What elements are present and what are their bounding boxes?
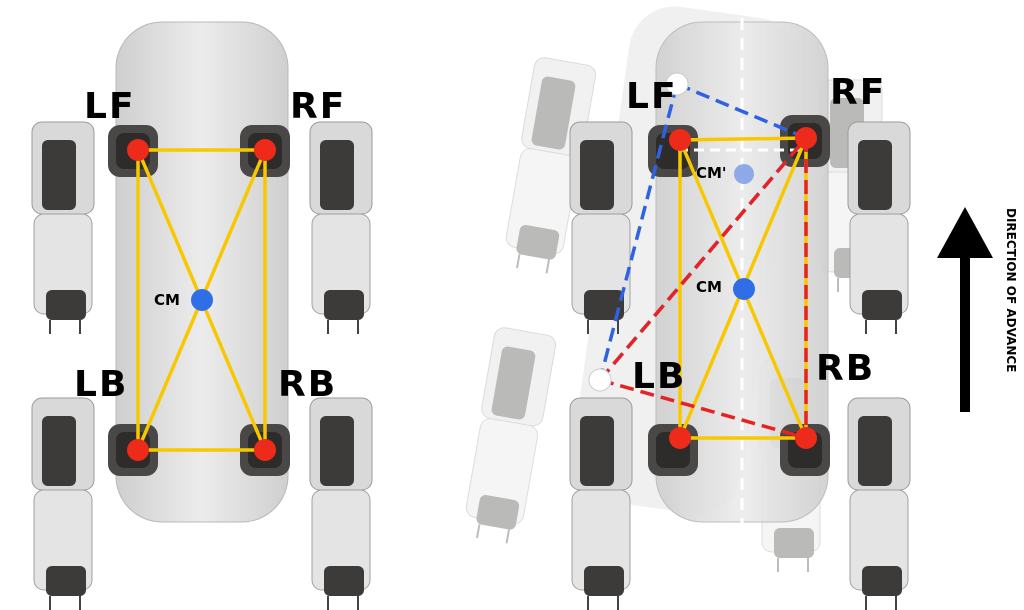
label-rb: RB [816, 348, 875, 389]
label-rb: RB [278, 364, 337, 405]
leg-front-left [31, 121, 95, 335]
leg-back-left [31, 397, 95, 610]
foot-contact-lb [669, 427, 691, 449]
foot-contact-lf [127, 139, 149, 161]
label-cm: CM [154, 291, 180, 309]
lifted-foot-lb [588, 368, 612, 392]
foot-contact-rf [795, 127, 817, 149]
center-of-mass-prime [734, 164, 754, 184]
label-rf: RF [290, 86, 346, 127]
label-cm: CM [696, 278, 722, 296]
right-robot: LF RF LB RB CM CM' [458, 6, 911, 610]
leg-front-right [309, 121, 373, 335]
label-lb: LB [632, 356, 686, 397]
foot-contact-rb [254, 439, 276, 461]
foot-contact-rf [254, 139, 276, 161]
leg-front-right [847, 121, 911, 335]
lifted-foot-lf [665, 72, 689, 96]
center-of-mass [733, 278, 755, 300]
direction-label: DIRECTION OF ADVANCE [1004, 208, 1018, 372]
leg-back-left [569, 397, 633, 610]
label-cm-prime: CM' [696, 164, 727, 182]
leg-front-left [569, 121, 633, 335]
left-robot: LF RF LB RB CM [31, 21, 373, 610]
label-rf: RF [830, 72, 886, 113]
foot-contact-lf [669, 129, 691, 151]
label-lb: LB [74, 364, 128, 405]
label-lf: LF [84, 86, 136, 127]
leg-back-right [847, 397, 911, 610]
direction-arrow [937, 207, 993, 412]
leg-back-right [309, 397, 373, 610]
foot-contact-rb [795, 427, 817, 449]
center-of-mass [191, 289, 213, 311]
red-support-triangle [598, 136, 808, 440]
label-lf: LF [626, 76, 678, 117]
foot-contact-lb [127, 439, 149, 461]
